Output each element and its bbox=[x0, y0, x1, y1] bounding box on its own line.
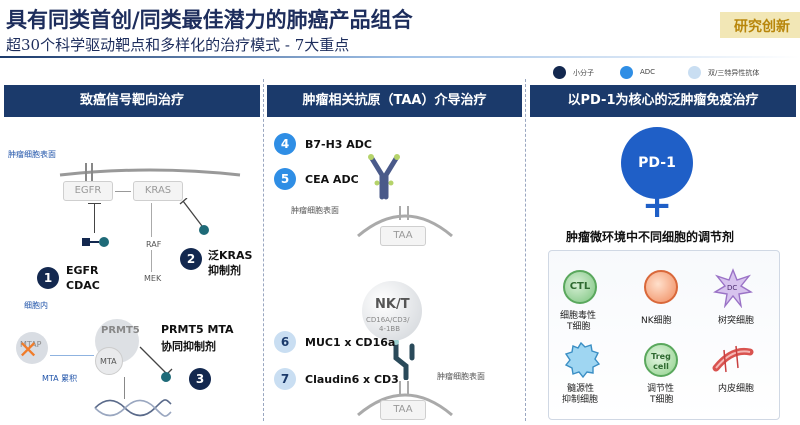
egfr-cdac-molecule-icon bbox=[82, 237, 109, 247]
kras-box: KRAS bbox=[133, 181, 183, 201]
kras-inhibitor-molecule-icon bbox=[199, 225, 209, 235]
mta-label: MTA bbox=[100, 357, 117, 366]
item-1-badge: 1 bbox=[37, 267, 59, 289]
dc-cell-label: 树突细胞 bbox=[718, 316, 755, 326]
col2-top-membrane-svg bbox=[357, 206, 453, 238]
membrane-line bbox=[59, 168, 241, 177]
prmt5-inhibitor-molecule-icon bbox=[161, 372, 171, 382]
egfr-inhibition-cap bbox=[88, 203, 101, 204]
item-1-label-line1: EGFR bbox=[66, 264, 99, 277]
kras-inhibition-line bbox=[179, 198, 203, 227]
mta-accumulation-label: MTA 累积 bbox=[42, 374, 78, 383]
taa-box-bottom: TAA bbox=[380, 400, 426, 420]
col1-surface-label: 肿瘤细胞表面 bbox=[8, 150, 56, 159]
nkt-cell bbox=[362, 281, 422, 341]
intracellular-label: 细胞内 bbox=[24, 301, 48, 310]
item-7-label: Claudin6 x CD3 bbox=[305, 373, 399, 386]
prmt5-label: PRMT5 bbox=[101, 325, 140, 336]
item-6-label: MUC1 x CD16a bbox=[305, 336, 396, 349]
raf-label: RAF bbox=[146, 240, 162, 249]
tme-label: 肿瘤微环境中不同细胞的调节剂 bbox=[566, 230, 735, 244]
raf-mek-arrow bbox=[151, 250, 152, 272]
receptor-shape bbox=[85, 163, 93, 181]
item-5-badge: 5 bbox=[274, 168, 296, 190]
item-5-label: CEA ADC bbox=[305, 173, 359, 186]
mdsc-cell-label-line1: 髓源性 bbox=[567, 384, 595, 394]
col1-membrane-svg bbox=[59, 163, 241, 181]
col2-surface-label: 肿瘤细胞表面 bbox=[291, 206, 339, 215]
nk-cell-label: NK细胞 bbox=[641, 316, 672, 326]
item-2-badge: 2 bbox=[180, 248, 202, 270]
legend-label-small-molecule: 小分子 bbox=[573, 69, 594, 77]
column-separator-2 bbox=[525, 79, 526, 421]
legend-dot-small-molecule bbox=[553, 66, 566, 79]
treg-cell-icon: Treg cell bbox=[644, 343, 678, 377]
item-3-badge: 3 bbox=[189, 368, 211, 390]
egfr-inhibition-bar bbox=[94, 203, 95, 233]
nkt-label: NK/T bbox=[375, 297, 410, 312]
mek-label: MEK bbox=[144, 274, 162, 283]
egfr-box: EGFR bbox=[63, 181, 113, 201]
legend-label-adc: ADC bbox=[640, 68, 656, 76]
column-separator-1 bbox=[263, 79, 264, 421]
item-4-badge: 4 bbox=[274, 133, 296, 155]
title-underline bbox=[0, 56, 800, 58]
plus-icon: + bbox=[642, 185, 673, 226]
ctl-cell-label-line1: 细胞毒性 bbox=[560, 311, 597, 321]
bispecific-antibody-icon bbox=[393, 340, 415, 380]
nkt-sublabel-1: CD16A/CD3/ bbox=[366, 316, 410, 324]
kras-raf-arrow bbox=[151, 203, 152, 237]
mtap-deleted-x-icon: ✕ bbox=[18, 336, 39, 364]
col2-surface-label-2: 肿瘤细胞表面 bbox=[437, 372, 485, 381]
item-1-label-line2: CDAC bbox=[66, 279, 100, 292]
legend-dot-bispecific bbox=[688, 66, 701, 79]
mtap-bubble bbox=[16, 332, 48, 364]
item-3-label-line2: 协同抑制剂 bbox=[161, 340, 216, 353]
mdsc-cell-icon bbox=[561, 340, 601, 380]
prmt5-to-dna-arrow bbox=[124, 377, 125, 399]
mtap-label: MTAP bbox=[20, 340, 42, 349]
mdsc-cell-label-line2: 抑制细胞 bbox=[562, 395, 599, 405]
mta-accum-arrow bbox=[50, 355, 94, 356]
legend-dot-adc bbox=[620, 66, 633, 79]
ctl-cell-label-line2: T细胞 bbox=[567, 322, 591, 332]
item-2-label-line1: 泛KRAS bbox=[208, 249, 253, 262]
dc-cell-icon bbox=[713, 268, 753, 309]
adc-antibody-icon bbox=[368, 154, 400, 200]
section-tag: 研究创新 bbox=[720, 12, 800, 38]
page-title: 具有同类首创/同类最佳潜力的肺癌产品组合 bbox=[6, 7, 413, 32]
endothelial-cell-label: 内皮细胞 bbox=[718, 384, 755, 394]
col2-header: 肿瘤相关抗原（TAA）介导治疗 bbox=[267, 85, 522, 117]
ctl-cell-icon: CTL bbox=[563, 270, 597, 304]
page-subtitle: 超30个科学驱动靶点和多样化的治疗模式 - 7大重点 bbox=[6, 36, 350, 54]
item-3-label-line1: PRMT5 MTA bbox=[161, 323, 234, 336]
item-2-label-line2: 抑制剂 bbox=[208, 264, 241, 277]
dc-cell-text: DC bbox=[727, 284, 738, 292]
egfr-to-kras-arrow bbox=[115, 191, 131, 192]
col2-bottom-membrane-svg bbox=[357, 381, 453, 417]
pd1-circle: PD-1 bbox=[621, 127, 693, 199]
treg-cell-label-line2: T细胞 bbox=[650, 395, 674, 405]
endothelial-cell-icon bbox=[712, 342, 754, 378]
item-7-badge: 7 bbox=[274, 368, 296, 390]
nkt-sublabel-2: 4-1BB bbox=[379, 325, 401, 333]
dna-helix-icon bbox=[94, 399, 172, 417]
mta-bubble bbox=[95, 347, 123, 375]
legend-label-bispecific: 双/三特异性抗体 bbox=[708, 69, 760, 77]
item-6-badge: 6 bbox=[274, 331, 296, 353]
item-4-label: B7-H3 ADC bbox=[305, 138, 373, 151]
col1-header: 致癌信号靶向治疗 bbox=[4, 85, 260, 117]
taa-box-top: TAA bbox=[380, 226, 426, 246]
nk-cell-icon bbox=[644, 270, 678, 304]
treg-cell-label-line1: 调节性 bbox=[647, 384, 675, 394]
col3-header: 以PD-1为核心的泛肿瘤免疫治疗 bbox=[530, 85, 796, 117]
